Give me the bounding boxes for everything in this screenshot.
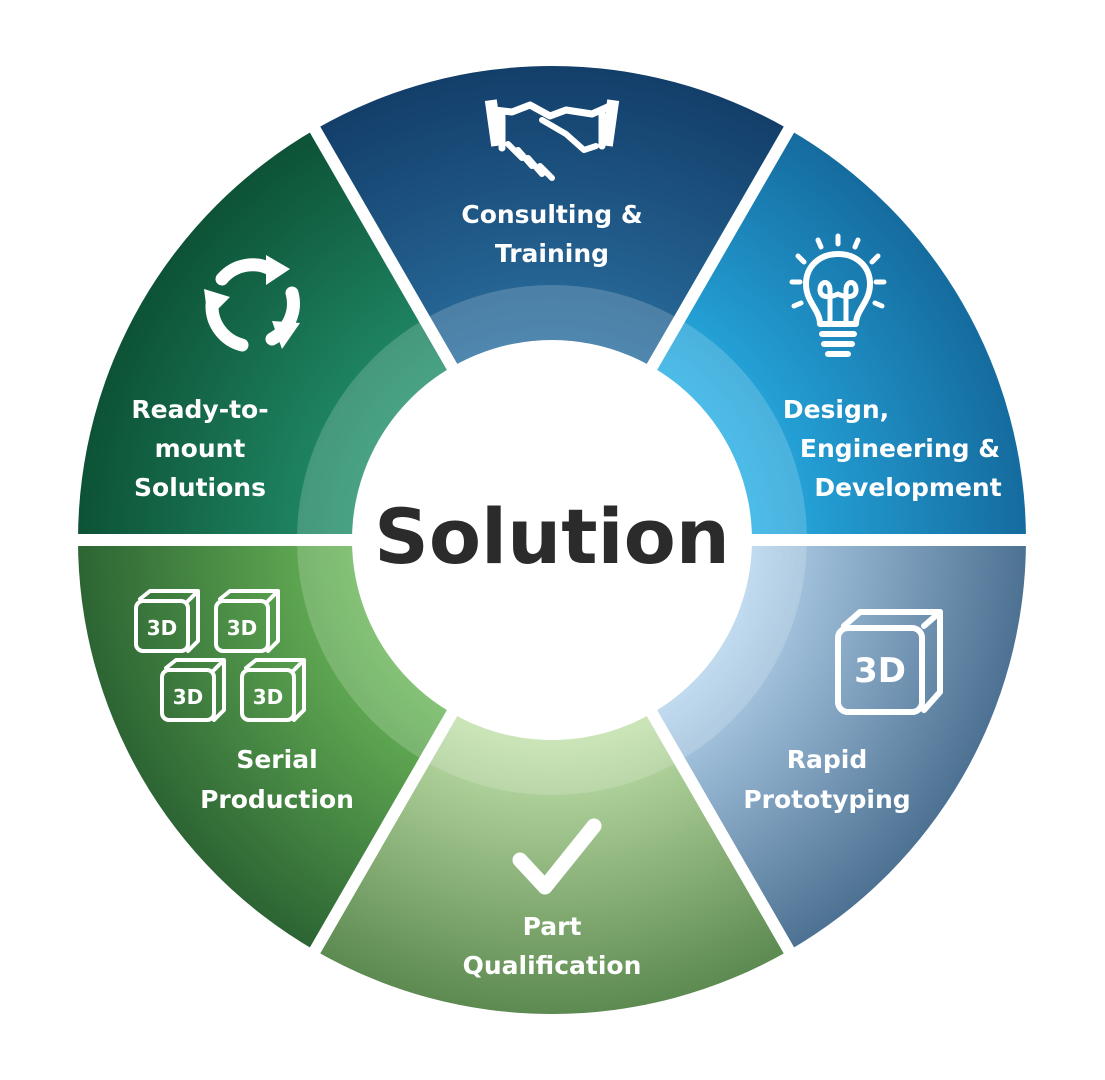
svg-text:Consulting &: Consulting & (461, 200, 642, 229)
svg-text:Rapid: Rapid (787, 745, 867, 774)
svg-text:3D: 3D (253, 685, 284, 709)
segment-consulting-training (315, 65, 789, 369)
svg-text:Engineering &: Engineering & (800, 434, 1000, 463)
lightbulb-icon (789, 233, 887, 357)
segment-label-part-qualification: Part Qualification (463, 912, 642, 980)
segment-label-design-engineering-development: Design, Engineering & Development (783, 395, 1002, 502)
segment-separator (644, 706, 797, 957)
segment-separator (644, 123, 797, 374)
svg-text:Development: Development (814, 473, 1001, 502)
center-circle (352, 340, 752, 740)
segment-label-ready-to-mount-solutions: Ready-to- mount Solutions (131, 395, 268, 502)
segment-rapid-prototyping (651, 540, 1026, 951)
svg-text:3D: 3D (147, 616, 178, 640)
svg-text:Part: Part (523, 912, 582, 941)
3d-cube-icon: 3D (835, 609, 943, 715)
segment-label-rapid-prototyping: Rapid Prototyping (743, 745, 910, 814)
segment-label-serial-production: Serial Production (200, 745, 354, 814)
segments-layer (78, 65, 1026, 1014)
recycle-arrows-icon (204, 255, 300, 352)
svg-text:Qualification: Qualification (463, 951, 642, 980)
segment-ready-to-mount-solutions (78, 129, 453, 540)
svg-text:Production: Production (200, 785, 354, 814)
segment-part-qualification (315, 711, 789, 1014)
svg-text:Ready-to-: Ready-to- (131, 395, 268, 424)
svg-text:Prototyping: Prototyping (743, 785, 910, 814)
center-title: Solution (374, 492, 730, 581)
segment-separator (307, 123, 460, 374)
svg-text:Training: Training (495, 239, 609, 268)
segment-serial-production (78, 540, 453, 951)
svg-text:mount: mount (155, 434, 246, 463)
cube-label: 3D (854, 651, 906, 691)
checkmark-icon (512, 818, 602, 895)
svg-text:Solutions: Solutions (134, 473, 266, 502)
svg-text:3D: 3D (227, 616, 258, 640)
3d-cubes-icon: 3D 3D 3D 3D (134, 589, 306, 722)
segment-label-consulting-training: Consulting & Training (461, 200, 642, 268)
svg-text:3D: 3D (173, 685, 204, 709)
separators-layer (74, 123, 1030, 957)
svg-text:Serial: Serial (236, 745, 317, 774)
handshake-icon (484, 99, 620, 181)
segment-separator (307, 706, 460, 957)
svg-text:Design,: Design, (783, 395, 889, 424)
